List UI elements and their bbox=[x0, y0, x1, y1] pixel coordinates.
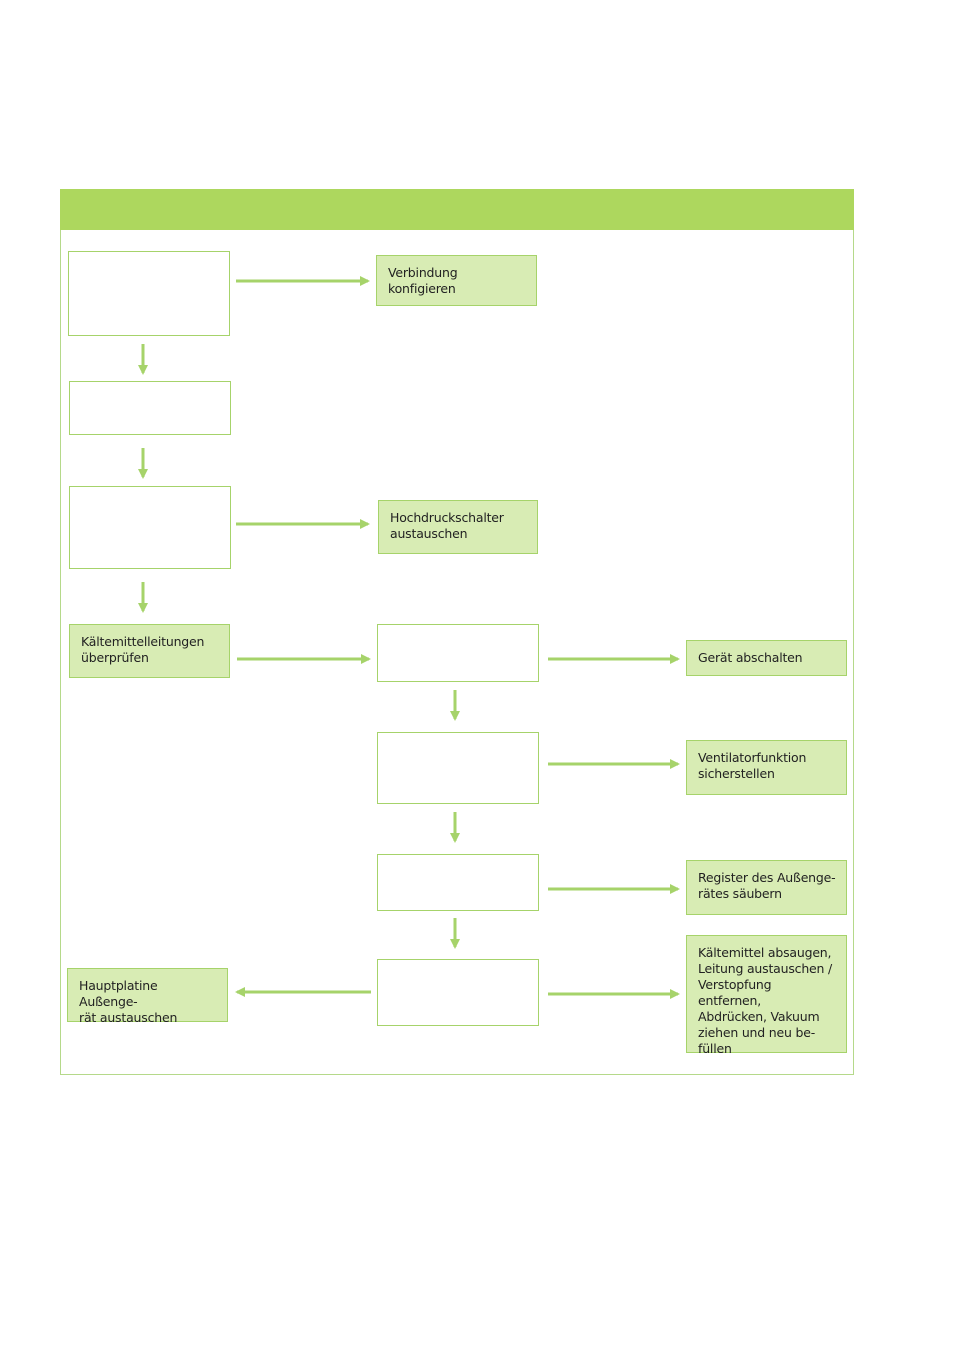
flowchart-header-bar bbox=[60, 189, 854, 230]
step-box-refrigerant-lines: Kältemittelleitungen überprüfen bbox=[69, 624, 230, 678]
action-replace-main-board: Hauptplatine Außenge- rät austauschen bbox=[67, 968, 228, 1025]
step-box-2 bbox=[69, 381, 231, 435]
step-box-refrigerant-lines-text: Kältemittelleitungen überprüfen bbox=[81, 634, 205, 665]
action-switch-off-device: Gerät abschalten bbox=[686, 640, 847, 676]
action-replace-pressure-switch: Hochdruckschalter austauschen bbox=[378, 500, 538, 554]
action-configure-connection: Verbindung konfigieren bbox=[376, 255, 537, 306]
action-replace-main-board-text: Hauptplatine Außenge- rät austauschen bbox=[79, 978, 178, 1025]
action-refrigerant-service: Kältemittel absaugen, Leitung austausche… bbox=[686, 935, 847, 1056]
action-clean-outdoor-coil: Register des Außenge- rätes säubern bbox=[686, 860, 847, 915]
action-ensure-fan-function: Ventilatorfunktion sicherstellen bbox=[686, 740, 847, 795]
action-replace-pressure-switch-text: Hochdruckschalter austauschen bbox=[390, 510, 504, 541]
check-box-3 bbox=[377, 854, 539, 911]
action-ensure-fan-function-text: Ventilatorfunktion sicherstellen bbox=[698, 750, 807, 781]
action-refrigerant-service-text: Kältemittel absaugen, Leitung austausche… bbox=[698, 945, 833, 1056]
action-switch-off-device-text: Gerät abschalten bbox=[698, 650, 803, 665]
action-configure-connection-text: Verbindung konfigieren bbox=[388, 265, 458, 296]
check-box-2 bbox=[377, 732, 539, 804]
check-box-1 bbox=[377, 624, 539, 682]
action-clean-outdoor-coil-text: Register des Außenge- rätes säubern bbox=[698, 870, 836, 901]
step-box-1 bbox=[68, 251, 230, 336]
check-box-4 bbox=[377, 959, 539, 1026]
step-box-3 bbox=[69, 486, 231, 569]
